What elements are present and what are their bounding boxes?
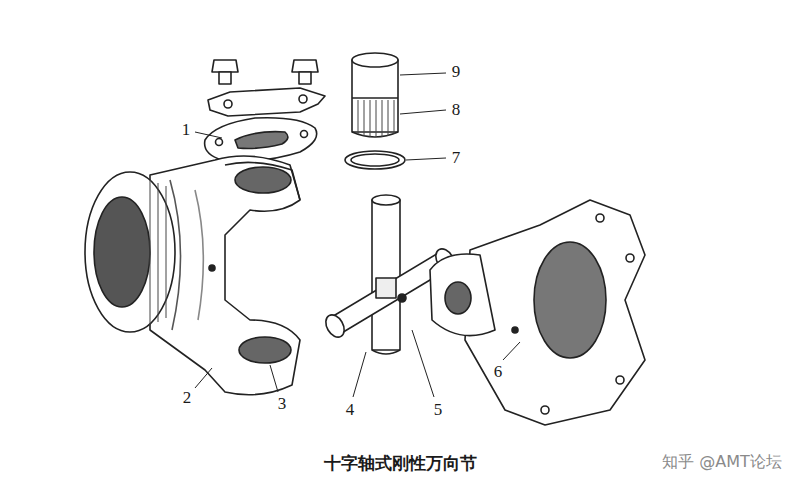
caption: 十字轴式刚性万向节 xyxy=(324,452,477,475)
bolt xyxy=(212,60,318,84)
callout-number: 5 xyxy=(434,400,443,420)
callout-number: 8 xyxy=(452,100,461,120)
callout-number: 4 xyxy=(346,400,355,420)
gasket xyxy=(205,118,317,161)
seal-ring xyxy=(345,151,405,169)
lock-plate xyxy=(208,88,325,116)
callout-number: 6 xyxy=(494,362,503,382)
callout-number: 7 xyxy=(452,148,461,168)
watermark: 知乎 @AMT论坛 xyxy=(662,452,782,473)
callout-number: 1 xyxy=(182,120,191,140)
callout-number: 3 xyxy=(278,394,287,414)
spline-yoke xyxy=(85,156,300,395)
flange-yoke xyxy=(430,200,645,425)
leader-lines xyxy=(195,73,520,397)
callout-number: 9 xyxy=(452,62,461,82)
bearing-cup xyxy=(352,53,398,137)
callout-number: 2 xyxy=(183,388,192,408)
